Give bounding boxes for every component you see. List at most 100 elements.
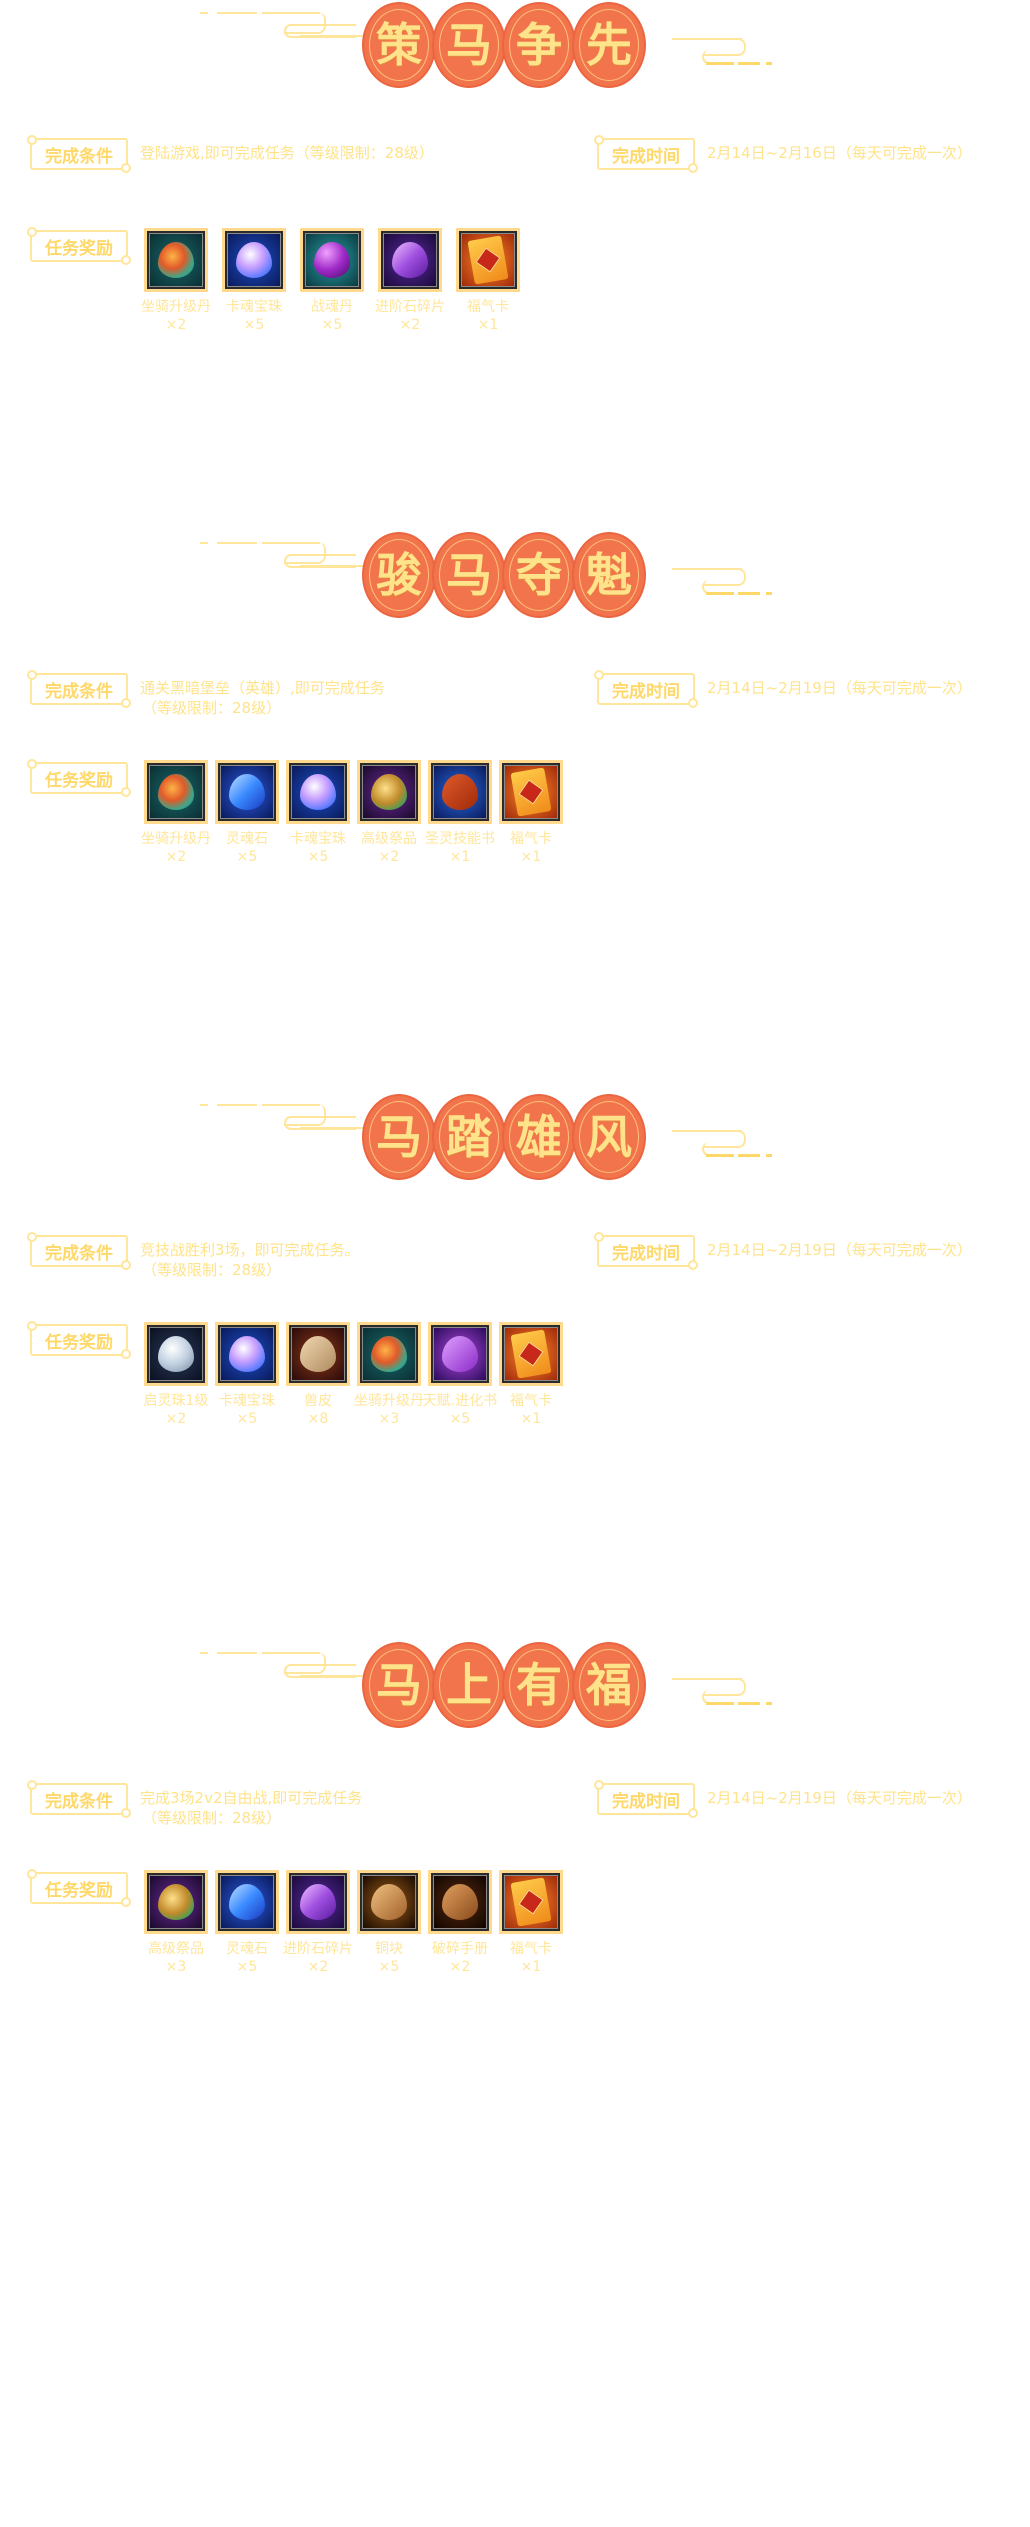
reward-item[interactable]: 卡魂宝珠×5: [207, 1322, 287, 1428]
title-character: 魁: [586, 548, 632, 602]
offering-icon[interactable]: [144, 1870, 208, 1934]
reward-item[interactable]: 灵魂石×5: [207, 1870, 287, 1976]
icon-background: [461, 233, 515, 287]
icon-background: [149, 233, 203, 287]
copper-ingot-icon[interactable]: [357, 1870, 421, 1934]
reward-item[interactable]: 圣灵技能书×1: [420, 760, 500, 866]
icon-background: [220, 1327, 274, 1381]
reward-name: 天赋.进化书: [422, 1393, 498, 1409]
fortune-card-icon[interactable]: [499, 760, 563, 824]
reward-item[interactable]: 破碎手册×2: [420, 1870, 500, 1976]
title-coin: 风: [572, 1094, 646, 1180]
title-character: 福: [586, 1658, 632, 1712]
title-character: 马: [376, 1110, 422, 1164]
reward-item[interactable]: 进阶石碎片×2: [278, 1870, 358, 1976]
condition-line: （等级限制：28级）: [142, 699, 282, 717]
card-soul-orb-icon[interactable]: [215, 1322, 279, 1386]
title-coin: 夺: [502, 532, 576, 618]
icon-glyph: [442, 1884, 478, 1920]
condition-line: 通关黑暗堡垒（英雄）,即可完成任务: [140, 679, 385, 697]
card-soul-orb-icon[interactable]: [286, 760, 350, 824]
reward-quantity: ×5: [321, 317, 343, 333]
cloud-line-decoration: [217, 1652, 257, 1654]
icon-background: [227, 233, 281, 287]
spirit-pearl-icon[interactable]: [144, 1322, 208, 1386]
cloud-curl-decoration: [284, 554, 356, 568]
icon-background: [220, 765, 274, 819]
soul-stone-icon[interactable]: [215, 760, 279, 824]
reward-item[interactable]: 坐骑升级丹×3: [349, 1322, 429, 1428]
reward-quantity: ×2: [307, 1959, 329, 1975]
icon-glyph: [510, 767, 552, 817]
broken-manual-icon[interactable]: [428, 1870, 492, 1934]
cloud-curl-decoration: [284, 542, 326, 564]
fortune-card-icon[interactable]: [456, 228, 520, 292]
title-character: 马: [446, 548, 492, 602]
title-coins: 马踏雄风: [362, 1094, 646, 1180]
mount-pill-icon[interactable]: [144, 760, 208, 824]
reward-item[interactable]: 天赋.进化书×5: [420, 1322, 500, 1428]
reward-item[interactable]: 卡魂宝珠×5: [214, 228, 294, 334]
battle-soul-pill-icon[interactable]: [300, 228, 364, 292]
title-coin: 马: [362, 1642, 436, 1728]
icon-glyph: [371, 774, 407, 810]
reward-quantity: ×2: [378, 849, 400, 865]
evolution-book-icon[interactable]: [428, 1322, 492, 1386]
reward-item[interactable]: 铜块×5: [349, 1870, 429, 1976]
reward-item[interactable]: 福气卡×1: [491, 760, 571, 866]
reward-item[interactable]: 高级祭品 ×2: [349, 760, 429, 866]
icon-glyph: [300, 774, 336, 810]
reward-item[interactable]: 福气卡×1: [491, 1870, 571, 1976]
icon-background: [362, 765, 416, 819]
reward-item[interactable]: 坐骑升级丹×2: [136, 760, 216, 866]
reward-quantity: ×1: [520, 1959, 542, 1975]
skill-book-icon[interactable]: [428, 760, 492, 824]
fortune-card-icon[interactable]: [499, 1322, 563, 1386]
reward-item[interactable]: 坐骑升级丹×2: [136, 228, 216, 334]
reward-item[interactable]: 启灵珠1级 ×2: [136, 1322, 216, 1428]
icon-glyph: [442, 1336, 478, 1372]
reward-item[interactable]: 福气卡×1: [491, 1322, 571, 1428]
cloud-curl-decoration: [704, 38, 746, 56]
soul-stone-icon[interactable]: [215, 1870, 279, 1934]
icon-background: [504, 1327, 558, 1381]
offering-icon[interactable]: [357, 760, 421, 824]
reward-item[interactable]: 灵魂石×5: [207, 760, 287, 866]
condition-text: 完成3场2v2自由战,即可完成任务（等级限制：28级）: [140, 1788, 362, 1828]
mount-pill-icon[interactable]: [357, 1322, 421, 1386]
reward-item[interactable]: 高级祭品×3: [136, 1870, 216, 1976]
cloud-line-decoration: [766, 1154, 772, 1157]
advance-stone-shard-icon[interactable]: [378, 228, 442, 292]
beast-hide-icon[interactable]: [286, 1322, 350, 1386]
condition-line: 完成3场2v2自由战,即可完成任务: [140, 1789, 363, 1807]
card-soul-orb-icon[interactable]: [222, 228, 286, 292]
title-character: 先: [586, 18, 632, 72]
title-character: 马: [376, 1658, 422, 1712]
title-coin: 福: [572, 1642, 646, 1728]
icon-glyph: [300, 1884, 336, 1920]
reward-name: 高级祭品: [361, 831, 417, 847]
condition-text: 登陆游戏,即可完成任务（等级限制：28级）: [140, 143, 434, 163]
reward-name: 战魂丹: [311, 299, 353, 315]
reward-quantity: ×2: [165, 1411, 187, 1427]
fu-seal: [518, 1889, 544, 1915]
reward-quantity: ×5: [236, 1959, 258, 1975]
condition-label: 完成条件: [27, 670, 131, 708]
reward-name: 启灵珠1级: [143, 1393, 209, 1409]
title-coin: 马: [362, 1094, 436, 1180]
fortune-card-icon[interactable]: [499, 1870, 563, 1934]
reward-item[interactable]: 卡魂宝珠×5: [278, 760, 358, 866]
reward-name: 福气卡: [510, 1393, 552, 1409]
mount-pill-icon[interactable]: [144, 228, 208, 292]
reward-name: 进阶石碎片: [375, 299, 445, 315]
time-text: 2月14日~2月19日（每天可完成一次）: [707, 1241, 972, 1259]
reward-item[interactable]: 进阶石碎片×2: [370, 228, 450, 334]
reward-item[interactable]: 兽皮×8: [278, 1322, 358, 1428]
cloud-curl-decoration: [704, 1130, 746, 1148]
advance-stone-shard-icon[interactable]: [286, 1870, 350, 1934]
title-coin: 雄: [502, 1094, 576, 1180]
reward-item[interactable]: 战魂丹 ×5: [292, 228, 372, 334]
time-label: 完成时间: [594, 1232, 698, 1270]
reward-item[interactable]: 福气卡×1: [448, 228, 528, 334]
